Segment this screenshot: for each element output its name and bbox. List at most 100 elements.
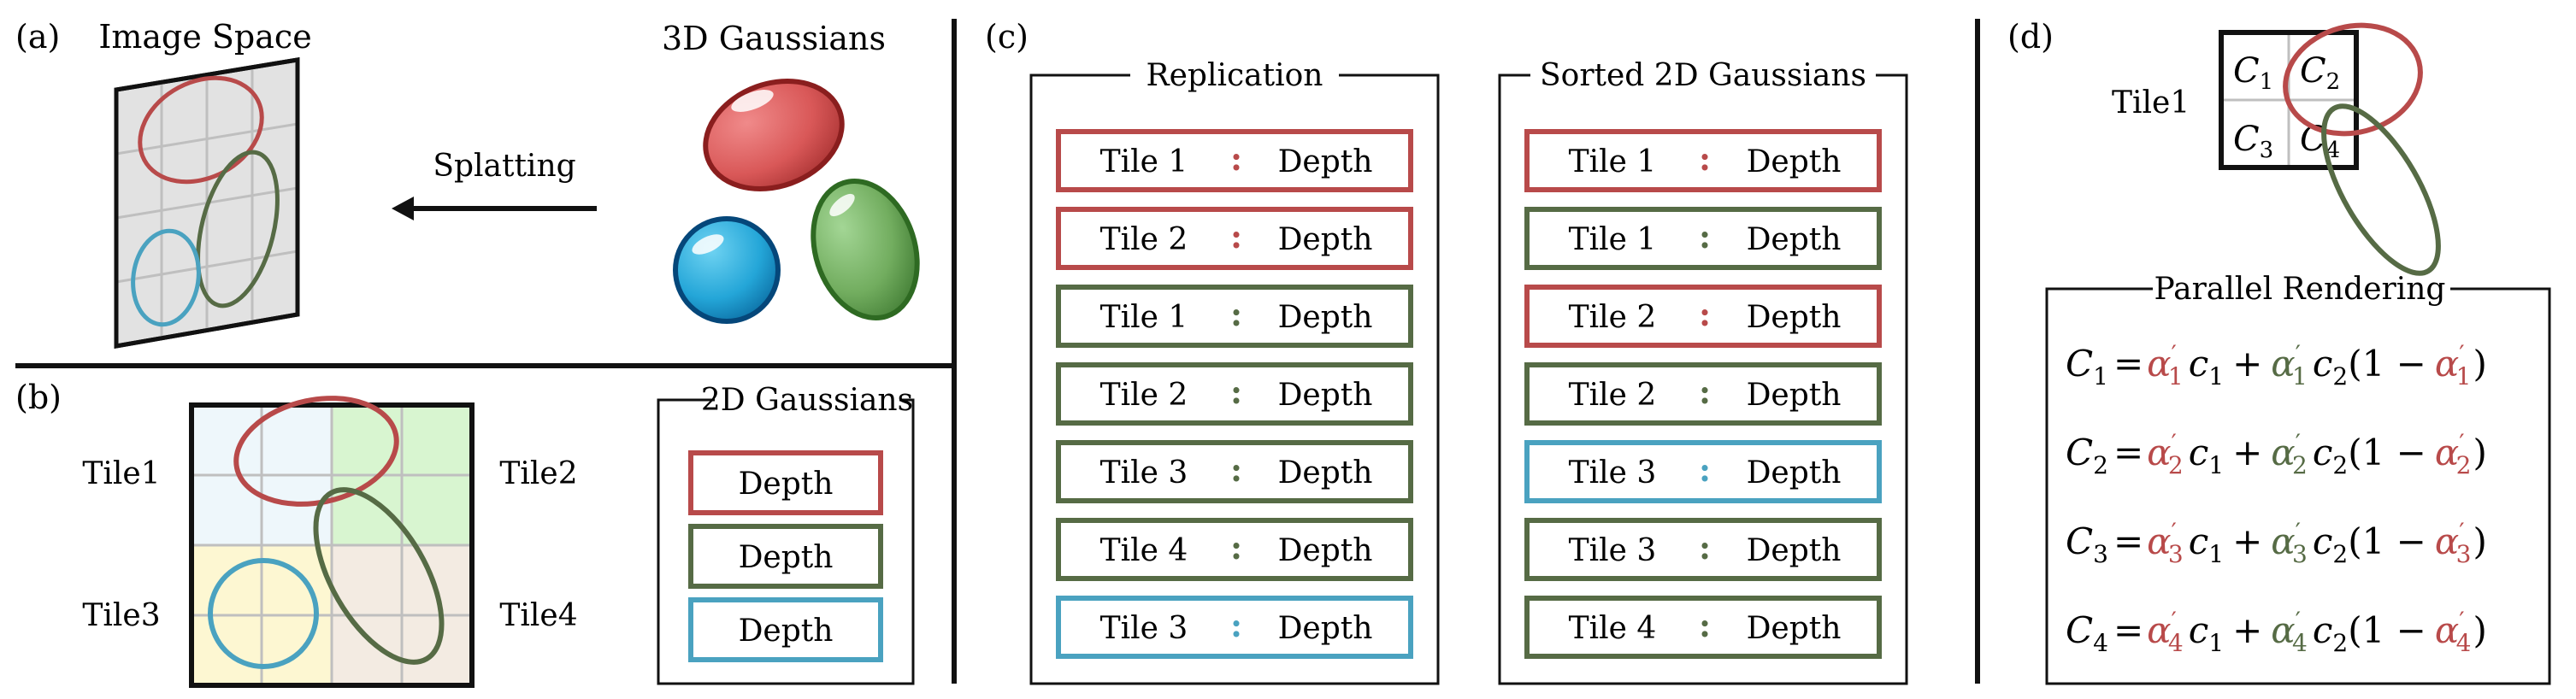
tile-name: Tile 2 [1100,378,1188,413]
panel-d-label: (d) [2007,18,2054,56]
depth-label: Depth [1278,455,1373,490]
panel-b-label: (b) [15,379,62,416]
depth-label: Depth [1278,300,1373,335]
separator: : [1230,217,1242,256]
depth-label: Depth [1747,533,1842,568]
gaussians-3d-title: 3D Gaussians [662,20,886,57]
separator: : [1230,606,1242,644]
tile-depth-entry: Tile 1: Depth [1524,129,1882,192]
image-plane [114,57,300,349]
depth-label: Depth [1278,378,1373,413]
green-gaussian-projection [196,150,280,308]
depth-label: Depth [739,467,834,502]
green-gaussian-d [2321,103,2441,276]
panel-a: (a) Image Space 3D Gaussians Splatting [15,18,920,349]
panel-a-label: (a) [15,18,60,56]
tile-depth-entry: Tile 1:Depth [1056,285,1413,348]
tile-depth-entry: Tile 1: Depth [1524,207,1882,270]
tile1-label-d: Tile1 [2112,85,2190,120]
tile3-label: Tile3 [82,598,160,633]
tile-depth-entry: Tile 2:Depth [1524,285,1882,348]
tile-name: Tile 1 [1100,300,1188,335]
panel-c-label: (c) [985,18,1029,56]
separator: : [1230,528,1242,567]
depth-box-blue: Depth [688,597,883,662]
gaussians-2d-box-title: 2D Gaussians [701,383,913,418]
panel-dividers [15,19,1980,684]
tile2-label: Tile2 [499,456,577,491]
tile-depth-entry: Tile 2: Depth [1056,207,1413,270]
tile-depth-entry: Tile 4: Depth [1056,518,1413,581]
depth-box-green: Depth [688,524,883,589]
cell-label-c1: C1 [2233,51,2273,95]
splatting-label: Splatting [433,149,575,184]
gaussian-blue-3d [673,216,781,324]
separator: : [1699,217,1711,256]
tile-depth-entry: Tile 3:Depth [1524,518,1882,581]
tile-name: Tile 4 [1569,611,1657,646]
tile-name: Tile 2 [1569,378,1657,413]
blue-gaussian-projection [131,228,201,327]
tile-depth-entry: Tile 2: Depth [1056,362,1413,426]
depth-label: Depth [1747,611,1842,646]
depth-label: Depth [1747,378,1842,413]
tile-depth-entry: Tile 2: Depth [1524,362,1882,426]
depth-label: Depth [739,540,834,575]
tile-name: Tile 1 [1569,222,1657,257]
tile-name: Tile 1 [1569,144,1657,179]
separator: : [1699,295,1711,333]
cell-label-c2: C2 [2300,51,2340,95]
tile-depth-entry: Tile 3:Depth [1056,440,1413,503]
cell-label-c3: C3 [2233,120,2273,163]
gaussian-green-3d [811,178,920,321]
tile4-label: Tile4 [499,598,577,633]
separator: : [1699,450,1711,489]
replication-title: Replication [1147,58,1323,93]
tile-name: Tile 3 [1569,533,1657,568]
separator: : [1699,139,1711,178]
tile-name: Tile 3 [1569,455,1657,490]
tile-name: Tile 2 [1100,222,1188,257]
depth-box-red: Depth [688,450,883,515]
separator: : [1230,450,1242,489]
depth-label: Depth [1747,144,1842,179]
tile-depth-entry: Tile 3: Depth [1524,440,1882,503]
depth-label: Depth [1747,455,1842,490]
splatting-arrow [392,197,597,220]
separator: : [1699,606,1711,644]
tile-name: Tile 4 [1100,533,1188,568]
tile-depth-entry: Tile 3: Depth [1056,596,1413,659]
separator: : [1230,373,1242,411]
depth-label: Depth [1278,533,1373,568]
depth-label: Depth [739,614,834,649]
separator: : [1699,373,1711,411]
depth-label: Depth [1278,222,1373,257]
tile-depth-entry: Tile 4: Depth [1524,596,1882,659]
tile-grid [189,396,475,688]
tile1-label: Tile1 [82,456,160,491]
depth-label: Depth [1278,144,1373,179]
sorted-title: Sorted 2D Gaussians [1540,58,1866,93]
panel-b: (b) Tile1 Tile2 Tile3 Tile4 2D Gaussians… [15,379,915,688]
depth-label: Depth [1278,611,1373,646]
depth-label: Depth [1747,222,1842,257]
tile-name: Tile 3 [1100,611,1188,646]
tile-depth-entry: Tile 1:Depth [1056,129,1413,192]
image-space-title: Image Space [98,18,311,56]
tile-name: Tile 2 [1569,300,1657,335]
separator: : [1230,139,1242,178]
